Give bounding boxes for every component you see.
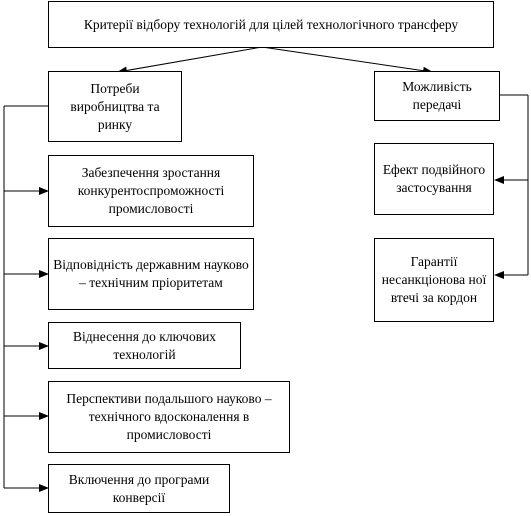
left-item-label: Віднесення до ключових технологій — [72, 328, 217, 362]
left-item-label: Перспективи подальшого науково – технічн… — [66, 391, 272, 442]
right-item-label: Гарантії несанкціонова ної втечі за корд… — [381, 254, 487, 305]
left-item-label: Включення до програми конверсії — [68, 471, 210, 505]
left-item-box: Відповідність державним науково – техніч… — [48, 238, 254, 310]
right-item-box: Гарантії несанкціонова ної втечі за корд… — [374, 238, 494, 322]
left-head-box: Потреби виробництва та ринку — [48, 71, 182, 142]
left-item-box: Забезпечення зростання конкурентоспромож… — [48, 155, 254, 227]
connector-top-to-left — [117, 46, 263, 75]
top-criteria-label: Критерії відбору технологій для цілей те… — [83, 16, 459, 32]
left-item-label: Забезпечення зростання конкурентоспромож… — [77, 165, 225, 216]
right-head-label: Можливість передачі — [402, 79, 472, 112]
left-item-box: Віднесення до ключових технологій — [48, 322, 241, 369]
left-item-label: Відповідність державним науково – техніч… — [53, 257, 249, 290]
left-item-box: Перспективи подальшого науково – технічн… — [48, 381, 290, 453]
left-item-box: Включення до програми конверсії — [48, 464, 230, 513]
top-criteria-box: Критерії відбору технологій для цілей те… — [48, 1, 494, 48]
connector-top-to-right — [261, 46, 433, 75]
right-head-box: Можливість передачі — [374, 71, 500, 121]
left-head-label: Потреби виробництва та ринку — [70, 80, 160, 132]
right-item-label: Ефект подвійного застосування — [382, 162, 486, 195]
right-item-box: Ефект подвійного застосування — [374, 143, 494, 215]
